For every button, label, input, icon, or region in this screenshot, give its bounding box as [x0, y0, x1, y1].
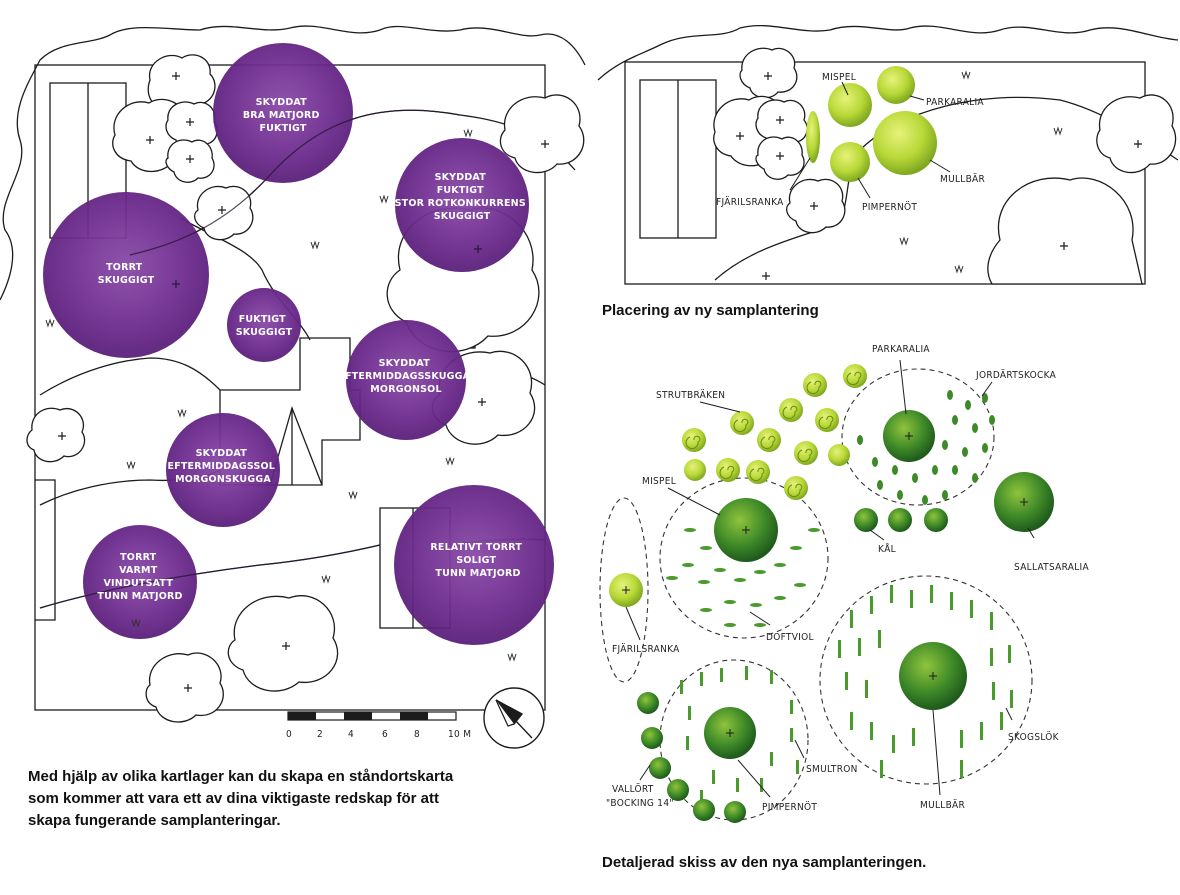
zone-label: TORRT VARMT VINDUTSATT TUNN MATJORD — [97, 552, 182, 602]
label-vallort: VALLÖRT — [612, 782, 654, 795]
detailed-sketch: PARKARALIA JORDÄRTSKOCKA STRUTBRÄKEN MIS… — [599, 344, 1089, 823]
scale-label: 6 — [382, 729, 388, 740]
placement-map: MISPEL PARKARALIA MULLBÄR PIMPERNÖT FJÄR… — [597, 24, 1179, 285]
label-mispel: MISPEL — [822, 72, 856, 83]
label-doftviol: DOFTVIOL — [766, 632, 814, 643]
zone-line: FUKTIGT — [259, 123, 306, 134]
scale-label: 4 — [348, 729, 354, 740]
zone-line: SKUGGIGT — [98, 275, 155, 286]
scale-label: 2 — [317, 729, 323, 740]
scale-label: 0 — [286, 729, 292, 740]
zone-line: SOLIGT — [456, 555, 496, 566]
zone-line: TUNN MATJORD — [97, 591, 182, 602]
scale-bar: 0 2 4 6 8 10 M — [286, 711, 471, 740]
grass-marks — [45, 128, 517, 662]
label-parkaralia: PARKARALIA — [872, 344, 930, 355]
zone-line: VARMT — [119, 565, 158, 576]
caption-left-line-1: Med hjälp av olika kartlager kan du skap… — [28, 768, 454, 785]
zone-line: TORRT — [106, 262, 143, 273]
caption-detaljerad: Detaljerad skiss av den nya samplanterin… — [602, 854, 927, 871]
label-vallort-cultivar: "BOCKING 14" — [606, 798, 674, 809]
label-pimpernot: PIMPERNÖT — [762, 800, 817, 813]
north-arrow-icon — [483, 687, 545, 749]
zone-label: SKYDDAT EFTERMIDDAGSSKUGGA MORGONSOL — [338, 358, 473, 395]
caption-placering: Placering av ny samplantering — [602, 302, 819, 319]
zone-line: TORRT — [120, 552, 157, 563]
caption-left-line-3: skapa fungerande samplanteringar. — [28, 812, 281, 829]
doftviol-plants — [666, 528, 820, 627]
zone-line: VINDUTSATT — [103, 578, 173, 589]
vallort-plants — [637, 692, 746, 823]
skogslok-plants — [838, 585, 1013, 778]
zone-line: SKYDDAT — [196, 448, 248, 459]
strutbraken-plants — [682, 364, 867, 500]
zone-label: SKYDDAT FUKTIGT STOR ROTKONKURRENS SKUGG… — [395, 172, 530, 222]
zone-line: STOR ROTKONKURRENS — [395, 198, 526, 209]
label-fjarilsranka: FJÄRILSRANKA — [716, 195, 784, 208]
zone-line: SKYDDAT — [256, 97, 308, 108]
label-pimpernot: PIMPERNÖT — [862, 200, 917, 213]
zone-label: SKYDDAT EFTERMIDDAGSSOL MORGONSKUGGA — [167, 448, 278, 485]
zone-line: RELATIVT TORRT — [430, 542, 522, 553]
label-mullbar: MULLBÄR — [940, 172, 985, 185]
zone-line: MORGONSKUGGA — [175, 474, 271, 485]
parkaralia-plant — [877, 66, 915, 104]
zone-line: FUKTIGT — [437, 185, 484, 196]
kal-plant — [888, 508, 912, 532]
mullbar-plant — [873, 111, 937, 175]
zone-line: TUNN MATJORD — [435, 568, 520, 579]
tree-centers — [58, 72, 549, 692]
label-fjarilsranka: FJÄRILSRANKA — [612, 642, 680, 655]
label-strutbraken: STRUTBRÄKEN — [656, 388, 725, 401]
kal-plant — [854, 508, 878, 532]
zone-line: BRA MATJORD — [243, 110, 320, 121]
site-zones — [43, 43, 554, 645]
left-site-map: SKYDDAT BRA MATJORD FUKTIGT SKYDDAT FUKT… — [0, 25, 586, 749]
label-mispel: MISPEL — [642, 476, 676, 487]
label-parkaralia: PARKARALIA — [926, 97, 984, 108]
caption-left-line-2: som kommer att vara ett av dina viktigas… — [28, 790, 439, 807]
zone-line: EFTERMIDDAGSSOL — [167, 461, 275, 472]
zone-label: RELATIVT TORRT SOLIGT TUNN MATJORD — [430, 542, 525, 579]
smultron-plants — [680, 666, 799, 804]
jordartskocka-plants — [857, 390, 995, 505]
label-kal: KÅL — [878, 542, 896, 555]
zone-label: FUKTIGT SKUGGIGT — [236, 314, 293, 338]
mispel-plant — [828, 83, 872, 127]
zone-line: FUKTIGT — [239, 314, 286, 325]
fjarilsranka-plant — [806, 111, 820, 163]
zone-line: EFTERMIDDAGSSKUGGA — [338, 371, 470, 382]
zone-line: SKUGGIGT — [434, 211, 491, 222]
zone-line: SKYDDAT — [435, 172, 487, 183]
label-sallatsaralia: SALLATSARALIA — [1014, 562, 1089, 573]
label-skogslok: SKOGSLÖK — [1008, 730, 1060, 743]
scale-label: 8 — [414, 729, 420, 740]
scale-label: 10 M — [448, 729, 471, 740]
zone-line: SKYDDAT — [379, 358, 431, 369]
label-smultron: SMULTRON — [806, 764, 858, 775]
kal-plant — [924, 508, 948, 532]
pimpernot-plant — [830, 142, 870, 182]
zone-line: MORGONSOL — [370, 384, 441, 395]
label-jordartskocka: JORDÄRTSKOCKA — [975, 368, 1057, 381]
label-mullbar: MULLBÄR — [920, 798, 965, 811]
zone-line: SKUGGIGT — [236, 327, 293, 338]
zone-label: TORRT SKUGGIGT — [98, 262, 155, 286]
zone-label: SKYDDAT BRA MATJORD FUKTIGT — [243, 97, 323, 134]
